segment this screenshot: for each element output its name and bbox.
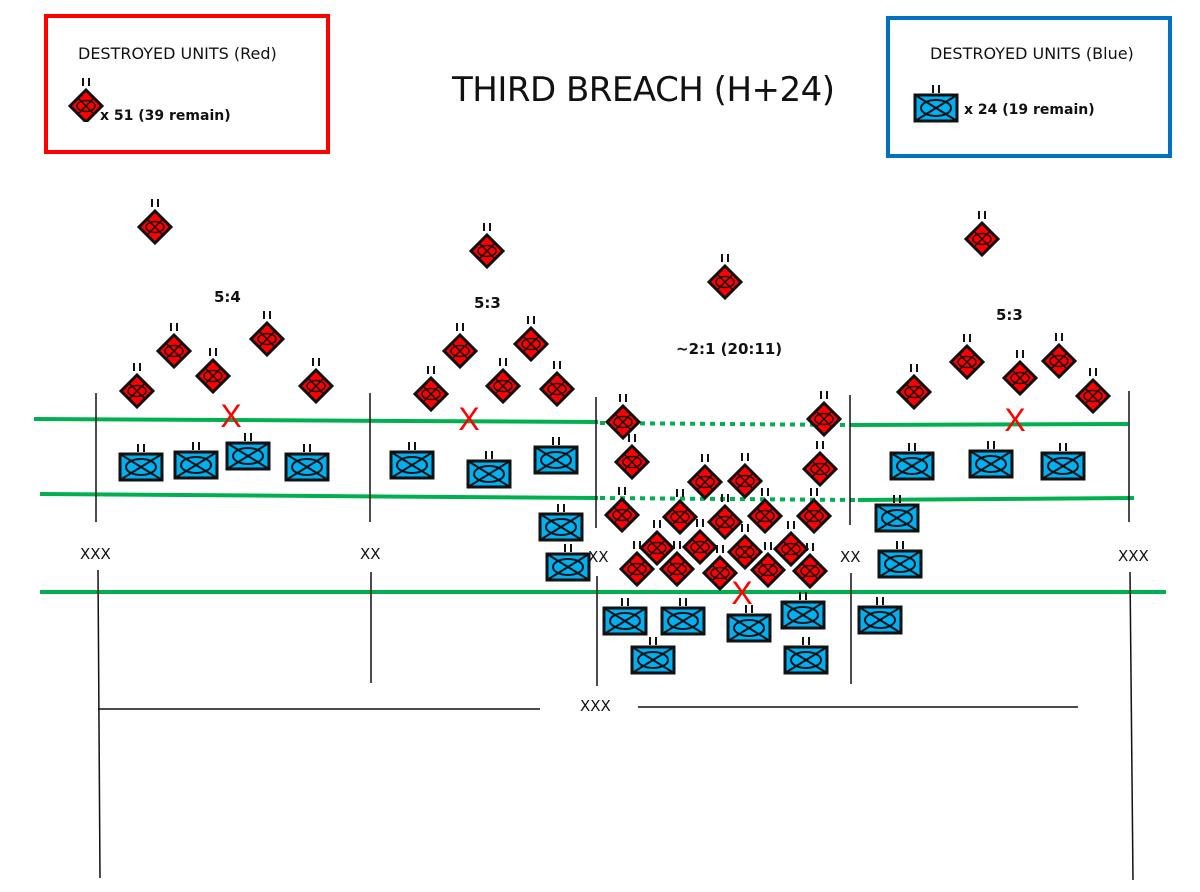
blue-armored-battalion-icon bbox=[545, 544, 591, 582]
red-mechanized-battalion-icon bbox=[512, 316, 550, 363]
blue-armored-battalion-icon bbox=[874, 495, 920, 533]
phase-line-forward-left bbox=[33, 417, 599, 424]
red-mechanized-battalion-icon bbox=[726, 453, 764, 500]
red-mechanized-battalion-icon bbox=[194, 348, 232, 395]
division-boundary-label-center-left: XX bbox=[588, 548, 609, 566]
red-mechanized-battalion-icon bbox=[412, 366, 450, 413]
red-destroyed-legend: DESTROYED UNITS (Red) x 51 (39 remain) bbox=[44, 14, 330, 154]
breakthrough-marker-breach: X bbox=[731, 575, 752, 611]
red-mechanized-battalion-icon bbox=[618, 541, 656, 588]
blue-armored-battalion-icon bbox=[968, 441, 1014, 479]
force-ratio-right: 5:3 bbox=[996, 306, 1023, 324]
red-mechanized-battalion-icon bbox=[118, 363, 156, 410]
blue-armored-battalion-icon bbox=[660, 598, 706, 636]
red-mechanized-battalion-icon bbox=[658, 541, 696, 588]
blue-armored-battalion-icon bbox=[225, 433, 271, 471]
red-mechanized-battalion-icon bbox=[701, 545, 739, 592]
blue-armored-battalion-icon bbox=[889, 443, 935, 481]
force-ratio-left: 5:4 bbox=[214, 288, 241, 306]
blue-armored-battalion-icon bbox=[726, 605, 772, 643]
blue-forces bbox=[118, 433, 1086, 675]
breakthrough-marker-center-left: X bbox=[458, 401, 479, 437]
red-mechanized-battalion-icon bbox=[484, 358, 522, 405]
division-boundary-label-left: XX bbox=[360, 545, 381, 563]
red-mechanized-battalion-icon bbox=[1040, 333, 1078, 380]
red-mechanized-battalion-icon bbox=[801, 441, 839, 488]
red-mechanized-battalion-icon bbox=[746, 488, 784, 535]
page-title: THIRD BREACH (H+24) bbox=[452, 70, 835, 110]
red-mechanized-battalion-icon bbox=[297, 358, 335, 405]
blue-armored-battalion-icon bbox=[602, 598, 648, 636]
blue-armored-battalion-icon bbox=[538, 504, 584, 542]
red-mechanized-battalion-icon bbox=[441, 323, 479, 370]
red-legend-count: x 51 (39 remain) bbox=[100, 108, 231, 124]
red-mechanized-battalion-icon bbox=[963, 211, 1001, 258]
corps-boundary-label-bottom: XXX bbox=[580, 697, 611, 715]
phase-line-middle-right bbox=[857, 496, 1135, 502]
red-mechanized-battalion-icon bbox=[1074, 368, 1112, 415]
red-legend-title: DESTROYED UNITS (Red) bbox=[78, 44, 277, 63]
red-mechanized-battalion-icon bbox=[248, 311, 286, 358]
blue-destroyed-legend: DESTROYED UNITS (Blue) x 24 (19 remain) bbox=[886, 16, 1172, 158]
red-mechanized-battalion-icon bbox=[681, 519, 719, 566]
blue-armored-battalion-icon bbox=[877, 541, 923, 579]
force-ratio-breach: ~2:1 (20:11) bbox=[676, 340, 783, 358]
blue-armored-battalion-icon bbox=[913, 85, 959, 123]
red-mechanized-battalion-icon bbox=[795, 488, 833, 535]
force-ratio-center-left: 5:3 bbox=[474, 294, 501, 312]
phase-line-middle-breach bbox=[599, 496, 859, 502]
red-mechanized-battalion-icon bbox=[706, 494, 744, 541]
phase-line-middle-left bbox=[39, 492, 599, 500]
corps-boundary-left-lower bbox=[97, 569, 101, 879]
red-mechanized-battalion-icon bbox=[155, 323, 193, 370]
red-forces bbox=[118, 199, 1112, 592]
division-boundary-label-center-right: XX bbox=[840, 548, 861, 566]
red-mechanized-battalion-icon bbox=[686, 454, 724, 501]
red-mechanized-battalion-icon bbox=[604, 394, 642, 441]
breakthrough-marker-left: X bbox=[220, 398, 241, 434]
red-mechanized-battalion-icon bbox=[948, 334, 986, 381]
corps-boundary-label-left: XXX bbox=[80, 545, 111, 563]
breakthrough-marker-right: X bbox=[1004, 402, 1025, 438]
blue-legend-count: x 24 (19 remain) bbox=[964, 102, 1095, 118]
red-mechanized-battalion-icon bbox=[805, 391, 843, 438]
red-mechanized-battalion-icon bbox=[603, 487, 641, 534]
red-mechanized-battalion-icon bbox=[661, 489, 699, 536]
red-mechanized-battalion-icon bbox=[772, 521, 810, 568]
red-mechanized-battalion-icon bbox=[1001, 350, 1039, 397]
red-mechanized-battalion-icon bbox=[895, 364, 933, 411]
phase-line-forward-breach bbox=[599, 421, 851, 427]
corps-boundary-right-lower bbox=[1129, 571, 1134, 881]
blue-armored-battalion-icon bbox=[857, 597, 903, 635]
red-mechanized-battalion-icon bbox=[67, 78, 105, 122]
red-mechanized-battalion-icon bbox=[638, 520, 676, 567]
blue-armored-battalion-icon bbox=[783, 637, 829, 675]
red-mechanized-battalion-icon bbox=[706, 254, 744, 301]
blue-armored-battalion-icon bbox=[780, 592, 826, 630]
blue-armored-battalion-icon bbox=[284, 444, 330, 482]
red-mechanized-battalion-icon bbox=[726, 524, 764, 571]
red-mechanized-battalion-icon bbox=[749, 542, 787, 589]
red-mechanized-battalion-icon bbox=[791, 543, 829, 590]
blue-armored-battalion-icon bbox=[389, 442, 435, 480]
red-mechanized-battalion-icon bbox=[613, 434, 651, 481]
phase-line-forward-right bbox=[849, 422, 1129, 427]
red-mechanized-battalion-icon bbox=[538, 361, 576, 408]
blue-armored-battalion-icon bbox=[118, 444, 164, 482]
blue-armored-battalion-icon bbox=[913, 85, 959, 123]
blue-armored-battalion-icon bbox=[466, 451, 512, 489]
red-mechanized-battalion-icon bbox=[67, 78, 105, 122]
red-mechanized-battalion-icon bbox=[136, 199, 174, 246]
blue-armored-battalion-icon bbox=[1040, 443, 1086, 481]
blue-armored-battalion-icon bbox=[630, 637, 676, 675]
red-mechanized-battalion-icon bbox=[468, 223, 506, 270]
blue-legend-title: DESTROYED UNITS (Blue) bbox=[930, 44, 1134, 63]
corps-boundary-label-right: XXX bbox=[1118, 547, 1149, 565]
blue-armored-battalion-icon bbox=[533, 437, 579, 475]
blue-armored-battalion-icon bbox=[173, 442, 219, 480]
